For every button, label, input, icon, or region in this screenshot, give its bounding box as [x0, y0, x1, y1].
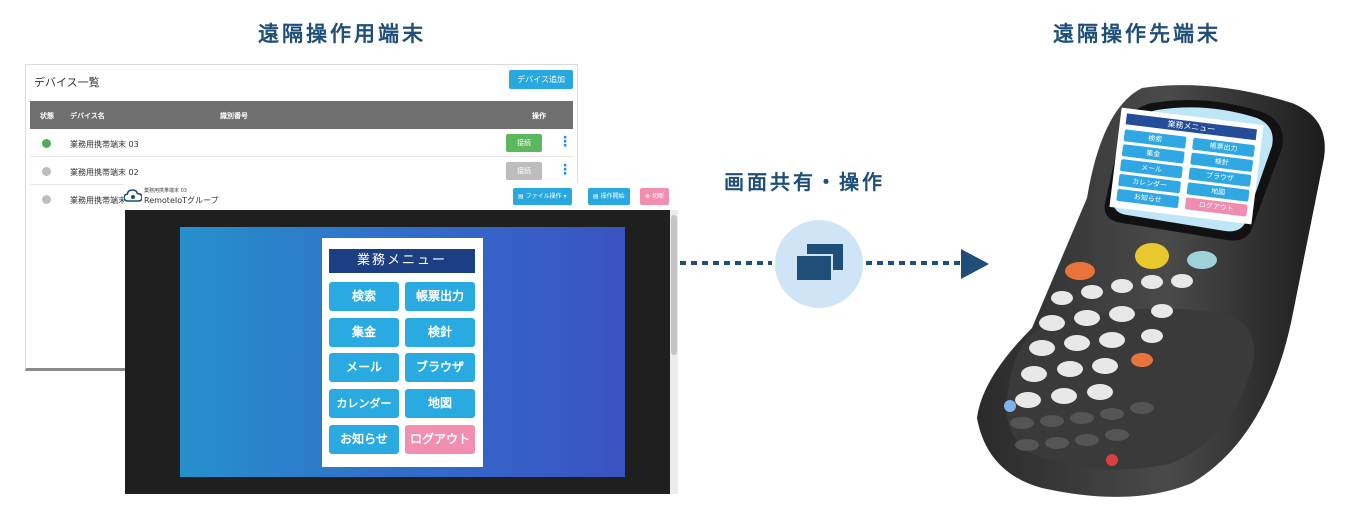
remote-screen-content: 業務メニュー 検索 帳票出力 集金 検針 メール ブラウザ カレンダー 地図 お… — [180, 227, 625, 477]
disconnect-label: 切断 — [651, 193, 664, 200]
arrow-right-icon — [961, 249, 989, 279]
column-action: 操作 — [532, 112, 546, 120]
remote-screen[interactable]: 業務メニュー 検索 帳票出力 集金 検針 メール ブラウザ カレンダー 地図 お… — [125, 210, 670, 494]
cloud-icon — [124, 189, 142, 202]
disconnect-icon: ⊗ — [645, 193, 651, 200]
connect-button[interactable]: 接続 — [506, 162, 542, 180]
file-operation-button[interactable]: ▤ ファイル操作 ▾ — [513, 188, 572, 205]
device-name: 業務用携帯端末 — [70, 196, 126, 205]
remote-toolbar: 業務用携帯端末 03 RemoteIoTグループ ▤ ファイル操作 ▾ ▤ 操作… — [124, 183, 679, 210]
connect-button[interactable]: 接続 — [506, 134, 542, 152]
scroll-thumb[interactable] — [671, 215, 677, 355]
screen-share-label: 画面共有・操作 — [724, 170, 885, 194]
scrollbar[interactable] — [670, 210, 678, 494]
menu-button-calendar[interactable]: カレンダー — [329, 389, 399, 418]
status-dot — [42, 139, 51, 148]
table-row: 業務用携帯端末 — [30, 185, 573, 213]
business-menu-title: 業務メニュー — [329, 249, 475, 273]
status-dot — [42, 167, 51, 176]
device-name: 業務用携帯端末 03 — [70, 140, 139, 149]
file-icon: ▤ — [593, 193, 599, 200]
right-heading: 遠隔操作先端末 — [1053, 22, 1221, 46]
file-icon: ▤ — [518, 193, 524, 200]
menu-button-logout[interactable]: ログアウト — [405, 425, 475, 454]
column-name: デバイス名 — [70, 112, 105, 120]
start-operation-button[interactable]: ▤ 操作開始 — [588, 188, 630, 205]
screen-share-windows-icon — [795, 244, 843, 282]
more-options-icon[interactable]: ⋮ — [558, 162, 572, 178]
more-options-icon[interactable]: ⋮ — [558, 134, 572, 150]
table-row: 業務用携帯端末 02 接続 ⋮ — [30, 157, 573, 185]
remote-screen-window: 業務用携帯端末 03 RemoteIoTグループ ▤ ファイル操作 ▾ ▤ 操作… — [124, 183, 679, 494]
menu-button-notice[interactable]: お知らせ — [329, 425, 399, 454]
disconnect-button[interactable]: ⊗ 切断 — [640, 188, 669, 205]
terminal-screen-menu: 業務メニュー 検索 帳票出力 集金 検針 メール ブラウザ カレンダー 地図 お… — [1109, 107, 1264, 225]
start-operation-label: 操作開始 — [600, 193, 625, 200]
menu-button-meter-reading[interactable]: 検針 — [405, 318, 475, 347]
status-dot — [42, 195, 51, 204]
add-device-button[interactable]: デバイス追加 — [509, 70, 573, 89]
column-status: 状態 — [40, 112, 54, 120]
remote-device-name: 業務用携帯端末 03 — [144, 188, 187, 194]
column-id: 識別番号 — [220, 112, 248, 120]
menu-button-browser[interactable]: ブラウザ — [405, 353, 475, 382]
chevron-down-icon: ▾ — [563, 193, 567, 200]
left-heading: 遠隔操作用端末 — [258, 22, 426, 46]
device-list-title: デバイス一覧 — [34, 76, 100, 89]
file-operation-label: ファイル操作 — [525, 193, 562, 200]
menu-button-map[interactable]: 地図 — [405, 389, 475, 418]
remote-group-name: RemoteIoTグループ — [144, 196, 219, 205]
business-menu-card: 業務メニュー 検索 帳票出力 集金 検針 メール ブラウザ カレンダー 地図 お… — [322, 238, 483, 467]
screen-share-circle — [775, 220, 863, 308]
device-name: 業務用携帯端末 02 — [70, 168, 139, 177]
table-row: 業務用携帯端末 03 接続 ⋮ — [30, 129, 573, 157]
menu-button-collection[interactable]: 集金 — [329, 318, 399, 347]
dashed-line-right — [866, 261, 960, 265]
table-header: 状態 デバイス名 識別番号 操作 — [30, 101, 573, 129]
menu-button-mail[interactable]: メール — [329, 353, 399, 382]
dashed-line-left — [680, 261, 772, 265]
menu-button-search[interactable]: 検索 — [329, 282, 399, 311]
menu-button-report[interactable]: 帳票出力 — [405, 282, 475, 311]
